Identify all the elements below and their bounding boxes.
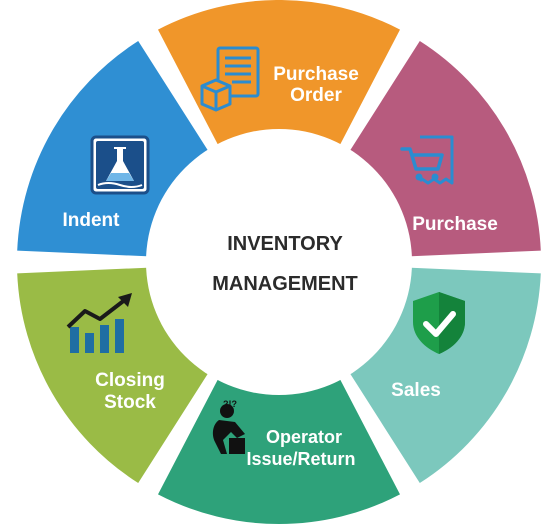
- segment-label-closing-1: Closing: [95, 370, 165, 391]
- segment-label-operator-1: Operator: [266, 427, 342, 447]
- segment-label-purchase: Purchase: [412, 214, 498, 235]
- segment-label-purchase-order-1: Purchase: [273, 64, 359, 85]
- segment-label-closing-2: Stock: [104, 392, 156, 413]
- center-title-line1: INVENTORY: [227, 233, 343, 255]
- segment-label-operator-2: Issue/Return: [246, 449, 355, 469]
- worker-icon: ?!?: [212, 399, 245, 454]
- flask-icon: [90, 135, 150, 195]
- segment-label-purchase-order-2: Order: [290, 85, 342, 106]
- document-box-icon: [200, 46, 260, 112]
- center-title-line2: MANAGEMENT: [212, 273, 358, 295]
- segment-operator-issue-return: [158, 366, 400, 525]
- segment-label-sales: Sales: [391, 380, 441, 401]
- svg-text:?!?: ?!?: [223, 399, 237, 409]
- growth-chart-icon: [66, 293, 132, 353]
- segment-purchase-order: [158, 0, 400, 158]
- segment-label-indent: Indent: [63, 210, 121, 231]
- center-circle: [146, 129, 412, 395]
- cart-receipt-icon: [400, 135, 454, 185]
- shield-check-icon: [413, 292, 465, 354]
